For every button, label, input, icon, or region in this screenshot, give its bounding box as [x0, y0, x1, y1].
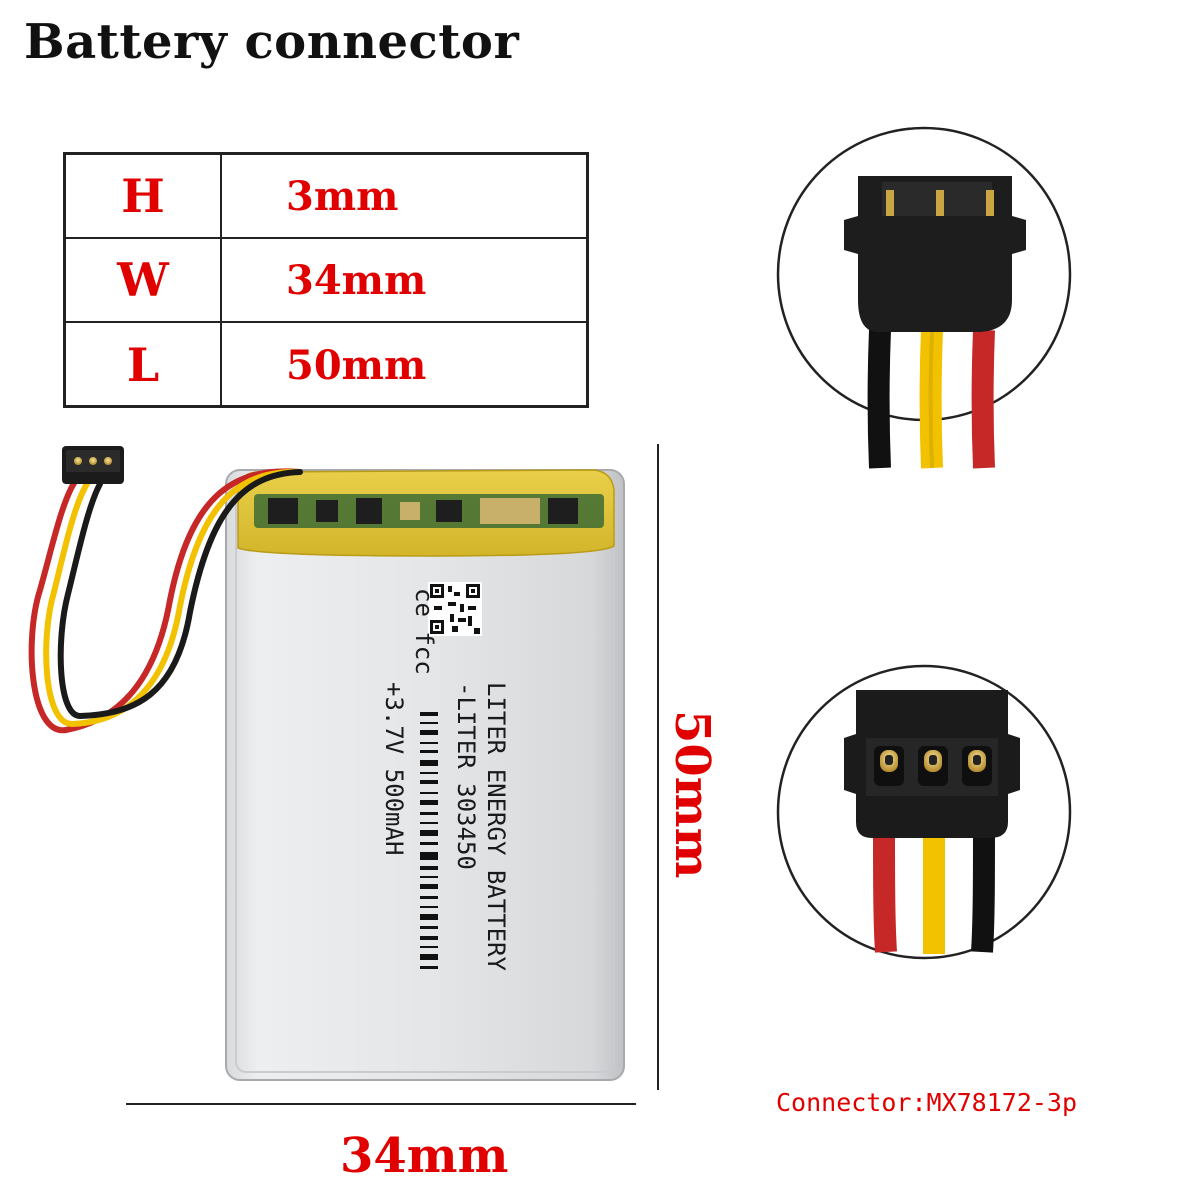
qr-code	[428, 582, 482, 636]
barcode	[420, 712, 438, 969]
width-dimension-label: 34mm	[340, 1128, 509, 1184]
dimension-key: L	[66, 323, 222, 407]
dimension-row-height: H 3mm	[66, 155, 586, 239]
dimension-value: 3mm	[286, 172, 399, 220]
battery-label: LITER ENERGY BATTERY -LITER 303450 +3.7V…	[380, 682, 510, 972]
dimension-key: W	[66, 239, 222, 321]
connector-front-view	[776, 664, 1072, 960]
dimension-row-width: W 34mm	[66, 239, 586, 323]
connector-side-view	[776, 126, 1072, 469]
certification-marks: ce fcc	[410, 588, 438, 675]
connector-model-note: Connector:MX78172-3p	[776, 1088, 1078, 1117]
length-dimension-label-wrap: 50mm	[664, 710, 744, 878]
battery-spec-line: +3.7V 500mAH	[380, 682, 408, 855]
connector-plug	[62, 446, 124, 484]
page-title: Battery connector	[24, 14, 520, 70]
battery-brand-line: LITER ENERGY BATTERY	[482, 682, 510, 972]
length-dimension-label: 50mm	[664, 710, 720, 879]
dimension-key: H	[66, 155, 222, 237]
battery-model-line: -LITER 303450	[452, 682, 480, 870]
dimension-value: 34mm	[286, 256, 427, 304]
dimension-value: 50mm	[286, 341, 427, 389]
dimensions-table: H 3mm W 34mm L 50mm	[63, 152, 589, 408]
battery-cell: LITER ENERGY BATTERY -LITER 303450 +3.7V…	[225, 469, 625, 1081]
battery-wires	[28, 468, 303, 734]
dimension-row-length: L 50mm	[66, 323, 586, 407]
